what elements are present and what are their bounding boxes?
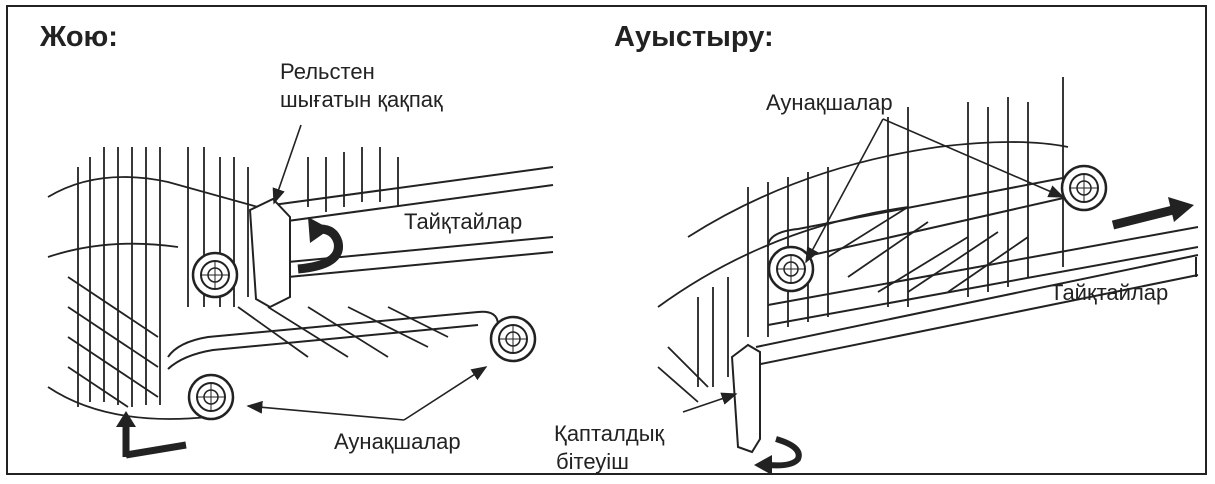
- right-panel-title: Ауыстыру:: [614, 21, 774, 53]
- right-rollers-label: Аунақшалар: [766, 90, 893, 115]
- left-rail-cap: [248, 197, 291, 309]
- direction-arrow-icon: [1111, 197, 1194, 230]
- left-pointers: [246, 124, 488, 421]
- roller-icon: [489, 315, 537, 363]
- left-rollers-label: Аунақшалар: [334, 429, 461, 454]
- right-rails-label: Тайқтайлар: [1050, 280, 1169, 305]
- right-side-cap: [730, 343, 761, 454]
- right-pointers: [682, 118, 1065, 413]
- right-basket: [657, 77, 1069, 403]
- direction-arrow-icon: [116, 411, 187, 459]
- rotate-arrow-icon: [754, 436, 802, 473]
- roller-icon: [1060, 164, 1108, 212]
- illustration: [47, 77, 1199, 473]
- side-cap-label-line2: бітеуіш: [556, 449, 629, 474]
- diagram-frame: Жою: Рельстен шығатын қақпақ Тайқтайлар …: [6, 5, 1207, 475]
- roller-icon: [191, 251, 239, 299]
- left-basket: [47, 147, 449, 420]
- left-panel-title: Жою:: [40, 21, 118, 53]
- side-cap-label-line1: Қапталдық: [554, 421, 665, 446]
- roller-icon: [187, 373, 235, 421]
- rail-cap-label-line2: шығатын қақпақ: [280, 87, 443, 112]
- rail-cap-label-line1: Рельстен: [280, 59, 375, 84]
- roller-icon: [767, 245, 815, 293]
- rotate-arrow-icon: [297, 217, 343, 274]
- left-rails-label: Тайқтайлар: [404, 209, 523, 234]
